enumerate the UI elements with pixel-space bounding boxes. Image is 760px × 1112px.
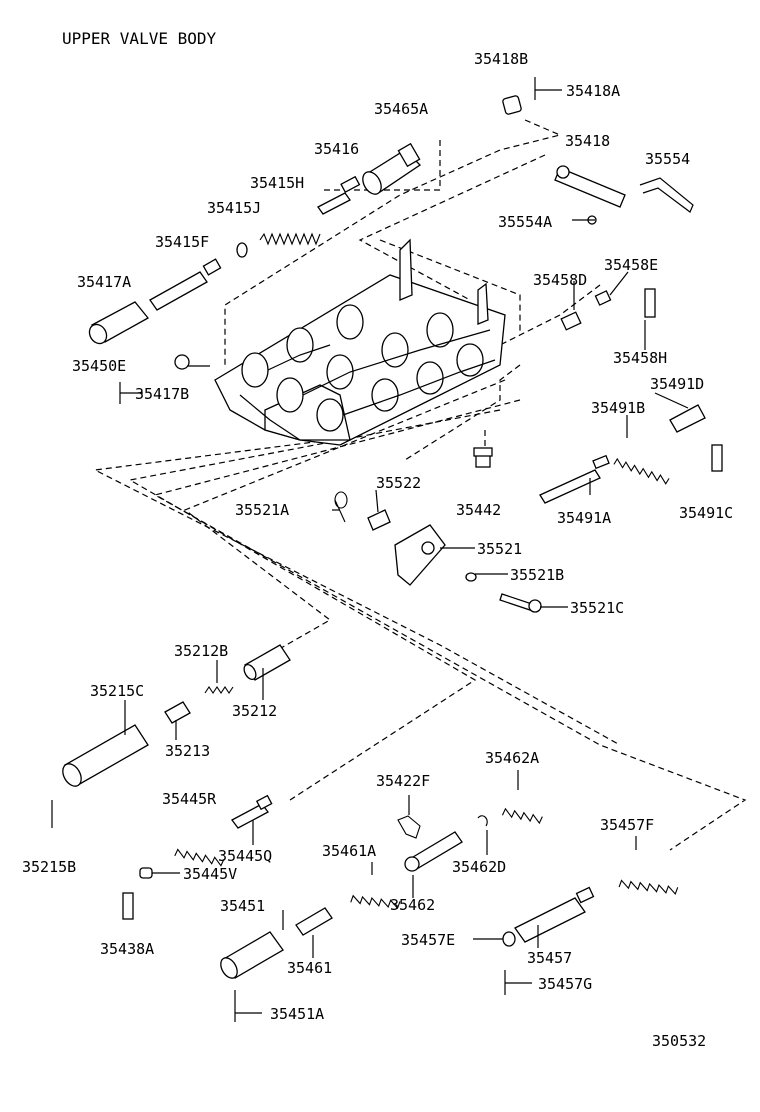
- sleeve-35451: [220, 931, 284, 979]
- label-35491B: 35491B: [591, 399, 645, 417]
- leader-lines: [120, 219, 689, 1014]
- label-35522: 35522: [376, 474, 421, 492]
- plug-35418B: [502, 95, 522, 115]
- label-35445V: 35445V: [183, 865, 237, 883]
- bolt-35521C: [499, 593, 542, 613]
- plug-35491D: [669, 404, 706, 433]
- sleeve-35465A: [362, 142, 422, 195]
- label-35521C: 35521C: [570, 599, 624, 617]
- spring-35521A: [334, 491, 348, 523]
- valve-35445Q: [231, 794, 273, 829]
- valve-35415F: [149, 258, 222, 311]
- label-35416: 35416: [314, 140, 359, 158]
- plug-35458E: [594, 290, 612, 306]
- valve-35457: [514, 886, 595, 943]
- clip-35422F: [397, 815, 421, 839]
- label-35458D: 35458D: [533, 271, 587, 289]
- label-35445Q: 35445Q: [218, 847, 272, 865]
- label-35461: 35461: [287, 959, 332, 977]
- sleeve-35215C: [62, 724, 149, 787]
- spring-35491B: [613, 457, 670, 485]
- valve-35212: [243, 644, 291, 681]
- spring-35415H: [259, 232, 321, 246]
- label-35462A: 35462A: [485, 749, 539, 767]
- part-labels: 35418B 35418A 35465A 35418 35416 35554 3…: [22, 50, 733, 1050]
- sleeve-35417A: [88, 301, 149, 345]
- rod-35554: [639, 177, 694, 213]
- label-35442: 35442: [456, 501, 501, 519]
- label-35415J: 35415J: [207, 199, 261, 217]
- pin-35491C: [711, 444, 723, 472]
- label-35445R: 35445R: [162, 790, 217, 808]
- label-35458H: 35458H: [613, 349, 667, 367]
- label-35418: 35418: [565, 132, 610, 150]
- upper-valve-body: [214, 238, 506, 446]
- washer-35521B: [465, 572, 477, 582]
- spring-35457F: [618, 879, 679, 896]
- part-35522: [367, 509, 391, 531]
- label-35462D: 35462D: [452, 858, 506, 876]
- assembly-dashed-lines: [92, 119, 747, 851]
- valve-35458D: [560, 311, 582, 331]
- label-35465A: 35465A: [374, 100, 428, 118]
- label-35213: 35213: [165, 742, 210, 760]
- valve-35491A: [539, 454, 610, 504]
- label-35215C: 35215C: [90, 682, 144, 700]
- clip-35462D: [477, 815, 488, 827]
- plug-35213: [164, 701, 191, 724]
- label-35457G: 35457G: [538, 975, 592, 993]
- label-35418B: 35418B: [474, 50, 528, 68]
- label-35554: 35554: [645, 150, 690, 168]
- label-35450E: 35450E: [72, 357, 126, 375]
- spring-35461A: [350, 894, 401, 910]
- label-35554A: 35554A: [498, 213, 552, 231]
- label-35422F: 35422F: [376, 772, 430, 790]
- label-35438A: 35438A: [100, 940, 154, 958]
- valve-35462: [404, 831, 463, 872]
- pin-35458H: [644, 288, 656, 318]
- plug-35445V: [139, 867, 153, 879]
- valve-35461: [295, 907, 333, 936]
- label-35461A: 35461A: [322, 842, 376, 860]
- label-35457E: 35457E: [401, 931, 455, 949]
- label-35212B: 35212B: [174, 642, 228, 660]
- label-35215B: 35215B: [22, 858, 76, 876]
- ball-35450E: [174, 354, 190, 370]
- detent-35521: [394, 524, 446, 586]
- label-35491C: 35491C: [679, 504, 733, 522]
- diagram-title: UPPER VALVE BODY: [62, 29, 216, 48]
- spring-35462A: [501, 807, 543, 825]
- label-35451A: 35451A: [270, 1005, 324, 1023]
- label-35491D: 35491D: [650, 375, 704, 393]
- plug-35457E: [502, 931, 516, 947]
- label-35212: 35212: [232, 702, 277, 720]
- washer-35415J: [236, 242, 248, 258]
- valve-35416: [317, 175, 361, 215]
- pin-35438A: [122, 892, 134, 920]
- spring-35212B: [204, 686, 234, 694]
- label-35491A: 35491A: [557, 509, 611, 527]
- spring-35445R: [174, 848, 225, 867]
- part-35442: [473, 447, 493, 468]
- label-35521B: 35521B: [510, 566, 564, 584]
- label-35462: 35462: [390, 896, 435, 914]
- label-35457F: 35457F: [600, 816, 654, 834]
- label-35457: 35457: [527, 949, 572, 967]
- label-35415H: 35415H: [250, 174, 304, 192]
- label-35418A: 35418A: [566, 82, 620, 100]
- label-35521: 35521: [477, 540, 522, 558]
- label-35417A: 35417A: [77, 273, 131, 291]
- label-35458E: 35458E: [604, 256, 658, 274]
- label-35415F: 35415F: [155, 233, 209, 251]
- label-35451: 35451: [220, 897, 265, 915]
- figure-number: 350532: [652, 1032, 706, 1050]
- valve-35418: [554, 165, 626, 208]
- label-35521A: 35521A: [235, 501, 289, 519]
- label-35417B: 35417B: [135, 385, 189, 403]
